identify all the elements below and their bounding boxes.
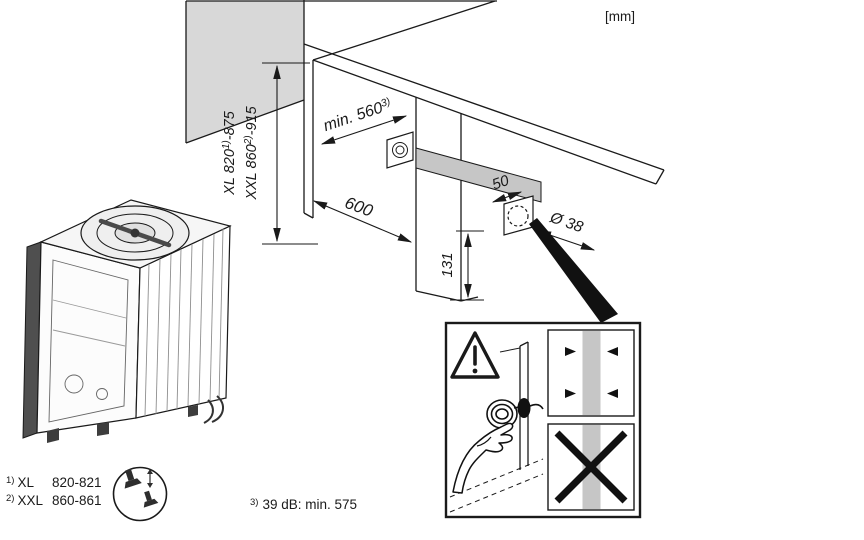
- hose-coil: [486, 399, 544, 429]
- footnotes: 1)XL 820-821 2)XXL 860-861 3)39 dB: min.…: [6, 466, 357, 522]
- dimension-niche-height: XL 8201)-875 XXL 8602)-915: [221, 62, 318, 245]
- niche-height-xl-label: XL 8201)-875: [221, 110, 238, 196]
- cabinet-rail: [415, 147, 542, 203]
- footnote-1: 1)XL 820-821: [6, 475, 102, 490]
- dimension-hole-offset: 50: [490, 172, 523, 203]
- footnote-2: 2)XXL 860-861: [6, 493, 102, 508]
- dimension-niche-depth: min. 5603): [320, 96, 408, 145]
- worktop-outline: [303, 0, 665, 185]
- hole-height-label: 131: [439, 252, 456, 277]
- hole-diameter-label: Ø 38: [547, 209, 586, 236]
- pump-housing: [80, 205, 190, 261]
- niche-height-xxl-label: XXL 8602)-915: [243, 105, 260, 200]
- hole-38: [503, 195, 534, 236]
- clearance-arrows-icon: [565, 347, 618, 398]
- hand-icon: [452, 422, 514, 494]
- cross-x-icon: [554, 430, 628, 504]
- detail-callout-arrow: [529, 218, 618, 323]
- panel-hole: [517, 398, 531, 418]
- niche-width-label: 600: [342, 193, 376, 221]
- niche-depth-label: min. 5603): [321, 96, 394, 136]
- warning-triangle-icon: [450, 331, 500, 379]
- footnote-2-value: 860-861: [52, 493, 102, 508]
- incorrect-routing-panel: [547, 423, 635, 511]
- hose-grommet-hole: [386, 131, 414, 169]
- dishwasher-illustration: [22, 199, 232, 443]
- hole-diameter-circle: [507, 205, 529, 227]
- footnote-1-value: 820-821: [52, 475, 102, 490]
- hose-through-hole-illustration: [449, 341, 544, 513]
- correct-routing-panel: [547, 329, 635, 417]
- svg-text:1)XL: 1)XL: [6, 475, 34, 490]
- units-label: [mm]: [605, 9, 635, 24]
- detail-inset: [444, 321, 642, 519]
- dimension-hole-height: 131: [439, 230, 484, 301]
- hole-offset-label: 50: [490, 172, 512, 194]
- svg-text:3)39 dB: min. 575: 3)39 dB: min. 575: [250, 497, 357, 512]
- svg-text:2)XXL: 2)XXL: [6, 493, 43, 508]
- footnote-3: 3)39 dB: min. 575: [250, 497, 357, 512]
- niche-drawing: [185, 0, 665, 302]
- dimension-niche-width: 600: [312, 193, 413, 243]
- adjustable-feet-icon: [112, 466, 168, 522]
